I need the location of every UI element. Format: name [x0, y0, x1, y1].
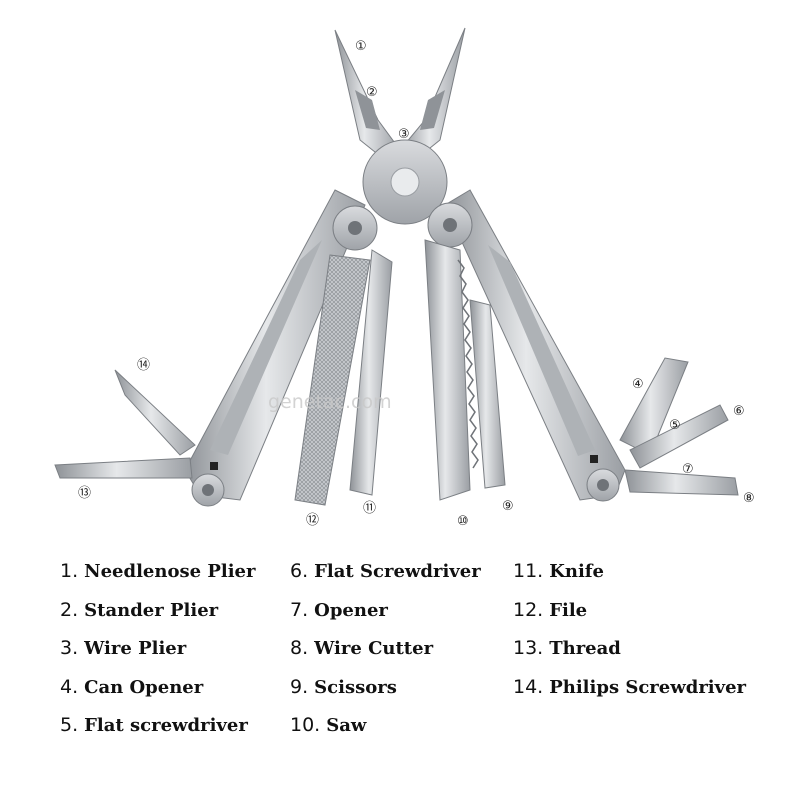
left-handle	[184, 189, 378, 507]
plier-jaws	[334, 27, 466, 225]
callout-4: ④	[632, 377, 644, 392]
callout-13: ⑬	[78, 486, 91, 501]
callout-5: ⑤	[669, 418, 681, 433]
legend-item: 13.Thread	[513, 637, 621, 659]
legend-item: 10.Saw	[290, 714, 367, 736]
thread-tool	[54, 457, 193, 479]
legend-item: 1.Needlenose Plier	[60, 560, 256, 582]
legend-column-3: 11.Knife 12.File 13.Thread 14.Philips Sc…	[513, 560, 746, 714]
callout-2: ②	[366, 85, 378, 100]
multitool-diagram: genetac.com ① ② ③ ④ ⑤ ⑥ ⑦ ⑧ ⑨ ⑩ ⑪ ⑫ ⑬ ⑭	[54, 27, 755, 529]
callout-1: ①	[355, 39, 367, 54]
callout-6: ⑥	[733, 404, 745, 419]
saw-tool	[424, 239, 471, 501]
callout-7: ⑦	[682, 462, 694, 477]
watermark: genetac.com	[268, 391, 392, 413]
legend-item: 4.Can Opener	[60, 675, 204, 698]
tool-legend: 1.Needlenose Plier 2.Stander Plier 3.Wir…	[0, 560, 800, 790]
flat-screwdriver-tool	[629, 404, 729, 469]
legend-item: 12.File	[513, 598, 588, 621]
legend-item: 6.Flat Screwdriver	[290, 560, 481, 582]
philips-screwdriver-tool	[114, 369, 196, 456]
callout-3: ③	[398, 127, 410, 142]
callout-10: ⑩	[457, 514, 469, 529]
legend-item: 9.Scissors	[290, 675, 397, 698]
right-handle	[427, 189, 626, 502]
legend-column-2: 6.Flat Screwdriver 7.Opener 8.Wire Cutte…	[290, 560, 481, 753]
wire-cutter-tool	[624, 469, 739, 496]
file-tool	[294, 254, 371, 506]
callout-14: ⑭	[137, 358, 150, 373]
legend-item: 7.Opener	[290, 598, 388, 621]
knife-tool	[349, 249, 393, 496]
callout-9: ⑨	[502, 499, 514, 514]
legend-column-1: 1.Needlenose Plier 2.Stander Plier 3.Wir…	[60, 560, 255, 753]
callout-8: ⑧	[743, 491, 755, 506]
callout-11: ⑪	[363, 501, 376, 516]
legend-item: 5.Flat screwdriver	[60, 714, 248, 736]
legend-item: 14.Philips Screwdriver	[513, 675, 747, 698]
legend-item: 2.Stander Plier	[60, 598, 219, 621]
saw-teeth	[457, 259, 479, 469]
scissors-tool	[469, 299, 506, 489]
legend-item: 11.Knife	[513, 560, 604, 582]
callout-12: ⑫	[306, 513, 319, 528]
legend-item: 8.Wire Cutter	[290, 637, 434, 659]
legend-item: 3.Wire Plier	[60, 637, 187, 659]
